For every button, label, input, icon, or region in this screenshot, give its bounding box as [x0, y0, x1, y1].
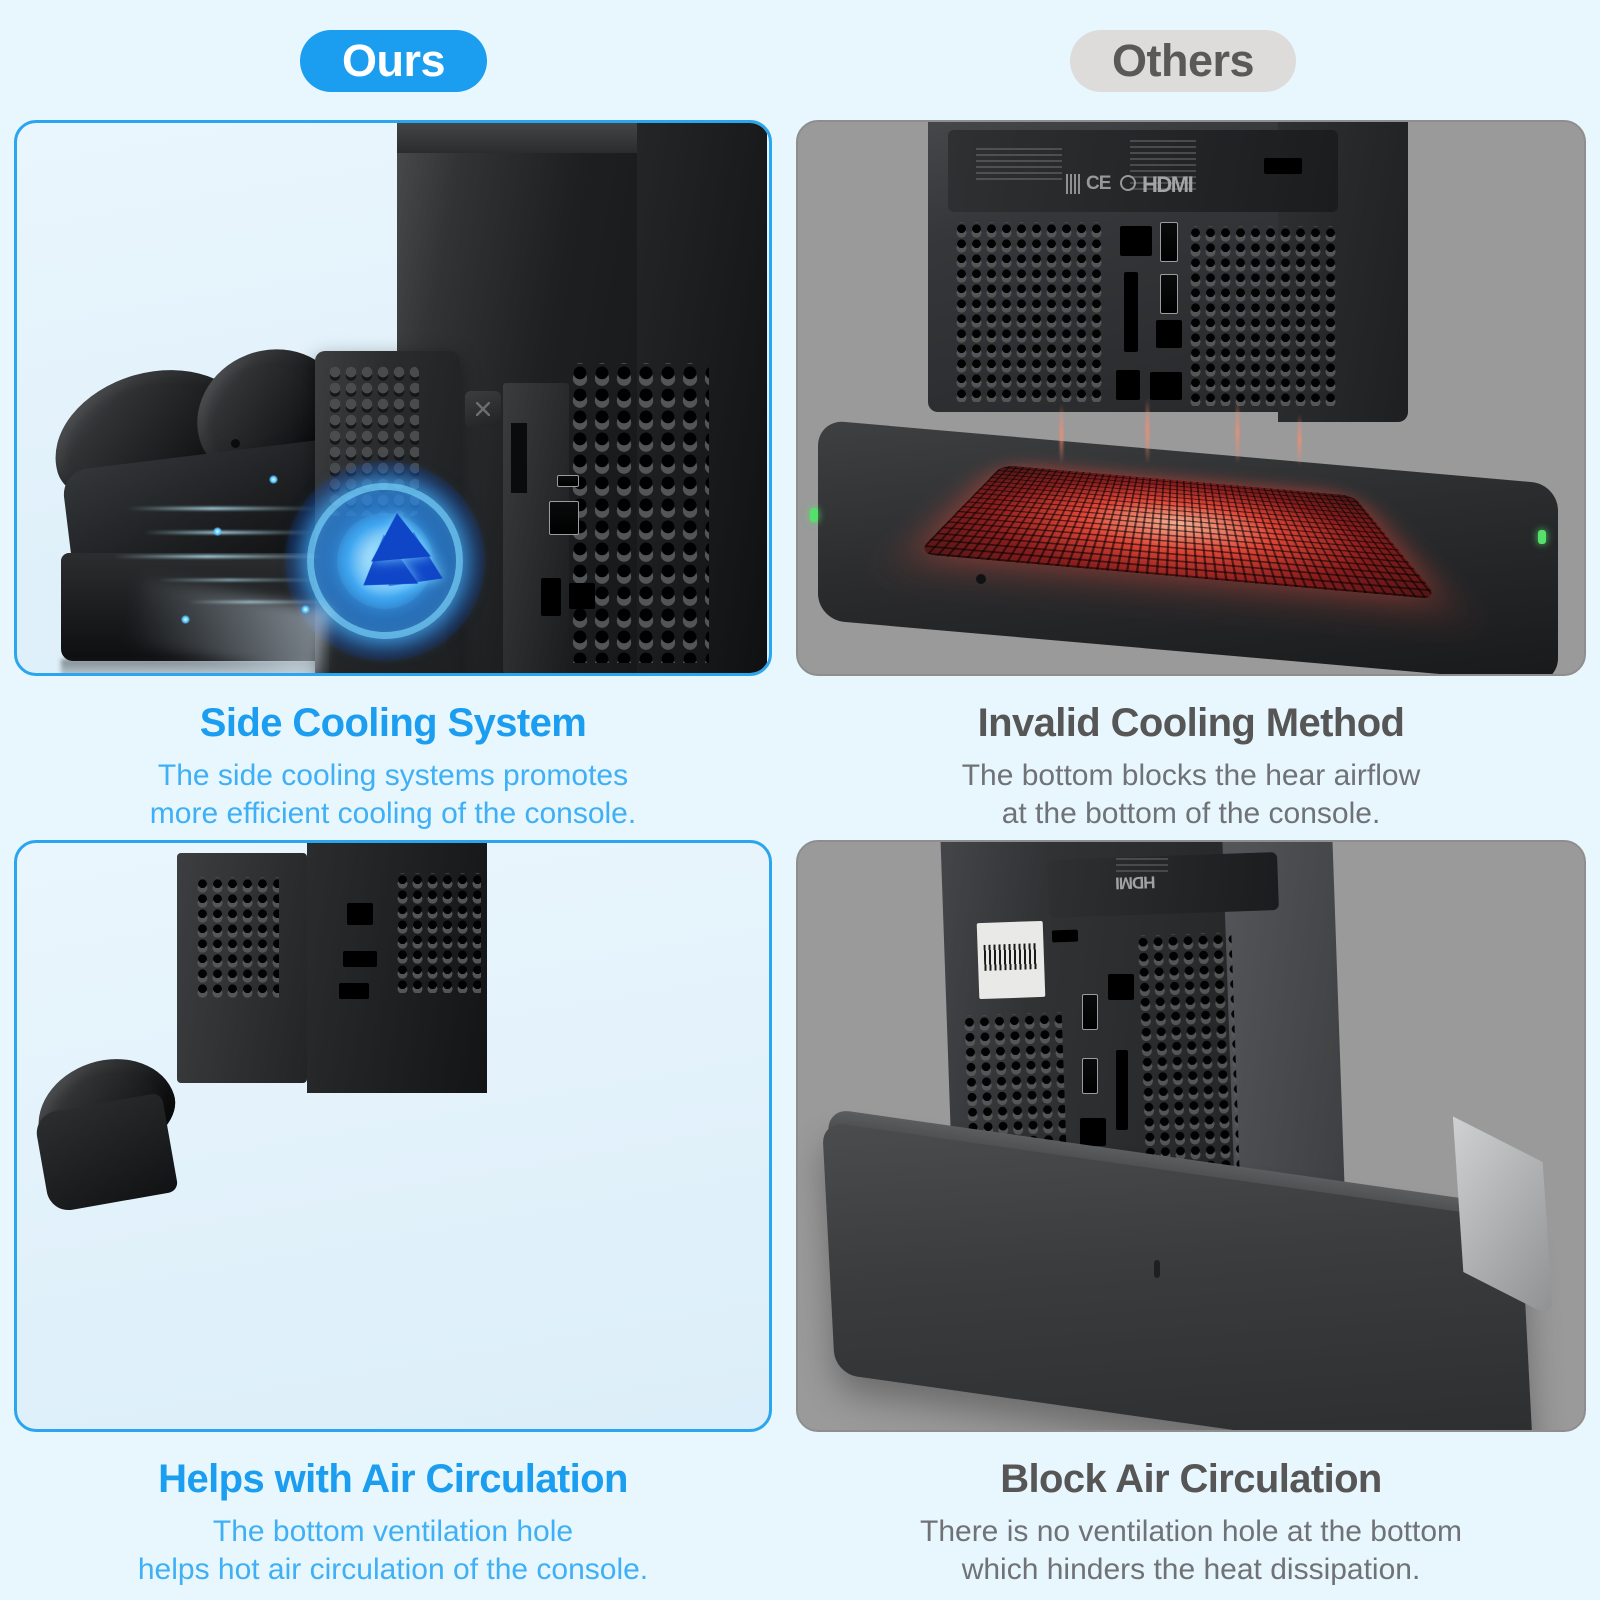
fan-blade-icon: [367, 510, 431, 562]
heat-ray: [1060, 404, 1063, 464]
caption-body-line2: helps hot air circulation of the console…: [137, 1552, 649, 1586]
stand-pinhole: [1154, 1260, 1160, 1278]
glow-spark: [301, 605, 310, 614]
ethernet-port-icon: [549, 501, 579, 535]
product-photo-blocked-circulation: HDMI: [796, 840, 1586, 1432]
product-photo-air-circulation: [14, 840, 772, 1432]
hdmi-logo: HDMI: [1115, 872, 1156, 893]
console-vent-grid-right: [1188, 226, 1338, 406]
airflow-streak: [113, 555, 323, 558]
status-led-right: [1538, 530, 1546, 544]
comparison-cell-bottom-right: HDMI Block Air Circulation There is no v…: [796, 840, 1586, 1586]
caption-body-line2: at the bottom of the console.: [1001, 796, 1381, 830]
eac-mark-icon: [1066, 174, 1080, 194]
ethernet-port-icon: [347, 903, 373, 925]
usb-port-icon: [1082, 1058, 1098, 1094]
caption-body-line1: The bottom blocks the hear airflow: [961, 759, 1421, 792]
comparison-cell-bottom-left: Helps with Air Circulation The bottom ve…: [14, 840, 772, 1586]
usb-port-icon: [1082, 994, 1098, 1030]
expansion-slot-icon: [1124, 272, 1138, 352]
dock-power-button[interactable]: [465, 391, 501, 427]
usb-port-icon: [557, 475, 579, 487]
heat-ray: [1236, 400, 1239, 464]
caption-title: Side Cooling System: [199, 701, 587, 745]
badge-ours: Ours: [300, 30, 488, 92]
usb-port-icon: [1160, 274, 1178, 314]
console-vent-grid: [569, 363, 709, 663]
heat-ray: [1146, 398, 1149, 464]
expansion-slot-icon: [1116, 1050, 1128, 1130]
heat-ray: [1298, 414, 1301, 466]
fan-core: [337, 513, 433, 609]
badge-others: Others: [1070, 30, 1297, 92]
glow-spark: [181, 615, 190, 624]
glow-spark: [213, 527, 222, 536]
power-port-icon: [569, 583, 595, 609]
port-square-icon: [1120, 226, 1152, 256]
usb-port-icon: [1160, 222, 1178, 262]
regulatory-fine-print: [976, 148, 1062, 182]
usb-port-icon: [339, 983, 369, 999]
power-port-icon: [1150, 372, 1182, 400]
caption-body-line1: There is no ventilation hole at the bott…: [920, 1515, 1462, 1548]
caption-bottom-right: Block Air Circulation There is no ventil…: [796, 1432, 1586, 1589]
caption-body-line2: more efficient cooling of the console.: [149, 796, 637, 830]
waste-mark-icon: [1120, 175, 1136, 191]
hdmi-logo: HDMI: [1142, 172, 1194, 197]
controller-pinhole: [231, 439, 240, 448]
stand-pinhole: [976, 574, 986, 584]
caption-body-line1: The side cooling systems promotes: [157, 759, 629, 792]
label-slot: [1051, 929, 1079, 943]
ce-mark-icon: CE: [1086, 173, 1111, 194]
airflow-streak: [157, 579, 317, 581]
console-vent-grid-left: [954, 222, 1104, 402]
caption-top-left: Side Cooling System The side cooling sys…: [14, 676, 772, 833]
caption-bottom-left: Helps with Air Circulation The bottom ve…: [14, 1432, 772, 1589]
product-photo-side-cooling: [14, 120, 772, 676]
caption-top-right: Invalid Cooling Method The bottom blocks…: [796, 676, 1586, 833]
hdmi-port-icon: [541, 578, 561, 616]
ethernet-port-icon: [1080, 1118, 1106, 1146]
caption-title: Invalid Cooling Method: [977, 701, 1405, 745]
fan-ring: [307, 483, 463, 639]
controller-body: [33, 1092, 179, 1214]
ethernet-port-icon: [1156, 320, 1182, 348]
caption-body-line1: The bottom ventilation hole: [212, 1515, 574, 1548]
comparison-cell-top-right: CE HDMI Invalid Cooling Method The botto…: [796, 120, 1586, 832]
console-slot: [511, 423, 527, 493]
hdmi-port-icon: [1116, 370, 1140, 400]
barcode-lines: [983, 943, 1039, 971]
port-square-icon: [1108, 974, 1134, 1000]
console-vent-grid: [195, 877, 279, 999]
product-photo-invalid-cooling: CE HDMI: [796, 120, 1586, 676]
glow-spark: [269, 475, 278, 484]
caption-title: Block Air Circulation: [1000, 1457, 1382, 1501]
comparison-header: Ours Others: [0, 0, 1600, 118]
status-led-left: [810, 508, 818, 522]
hdmi-port-icon: [343, 951, 377, 967]
regulatory-fine-print: [1130, 140, 1196, 192]
caption-title: Helps with Air Circulation: [158, 1457, 628, 1501]
comparison-cell-top-left: Side Cooling System The side cooling sys…: [14, 120, 772, 832]
regulatory-fine-print: [1116, 858, 1168, 872]
airflow-streak: [143, 531, 313, 534]
label-slot: [1264, 158, 1302, 174]
airflow-streak: [127, 507, 317, 510]
console-vent-grid-right: [395, 873, 481, 993]
caption-body-line2: which hinders the heat dissipation.: [961, 1552, 1421, 1586]
